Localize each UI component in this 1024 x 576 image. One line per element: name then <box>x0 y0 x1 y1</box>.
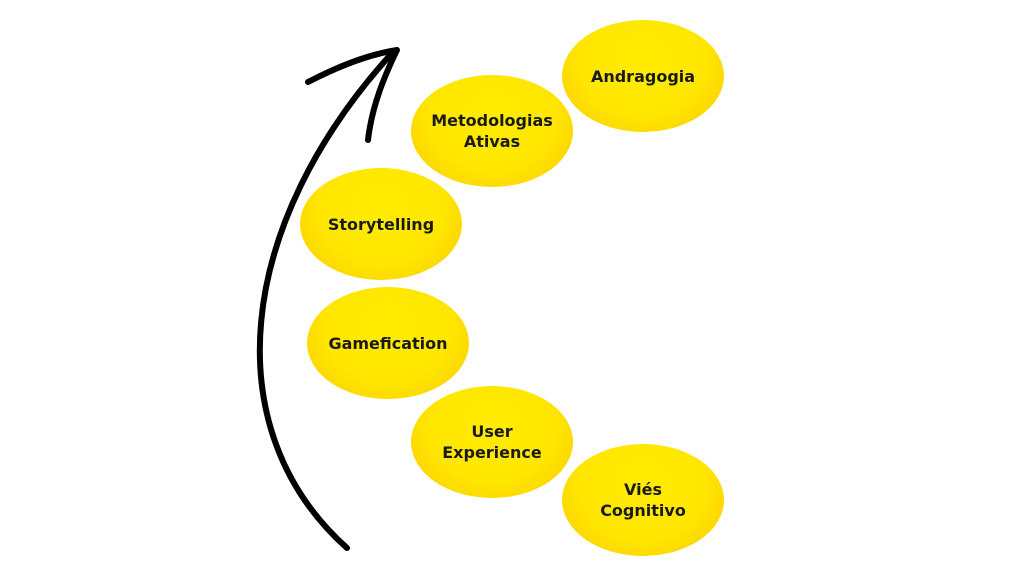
bubble-label: Andragogia <box>590 66 696 86</box>
bubble-andragogia: Andragogia <box>562 20 724 132</box>
arrow-shaft <box>256 49 396 551</box>
bubble-metodologias-ativas: Metodologias Ativas <box>411 75 573 187</box>
bubble-vies-cognitivo: Viés Cognitivo <box>562 444 724 556</box>
bubble-label: Viés Cognitivo <box>600 480 686 520</box>
bubble-gamefication: Gamefication <box>307 287 469 399</box>
arrow-head <box>305 47 400 143</box>
bubble-label: Metodologias Ativas <box>431 111 553 151</box>
bubble-user-experience: User Experience <box>411 386 573 498</box>
bubble-storytelling: Storytelling <box>300 168 462 280</box>
bubble-label: Gamefication <box>328 333 448 353</box>
bubble-label: User Experience <box>442 422 542 462</box>
bubble-label: Storytelling <box>327 214 435 234</box>
